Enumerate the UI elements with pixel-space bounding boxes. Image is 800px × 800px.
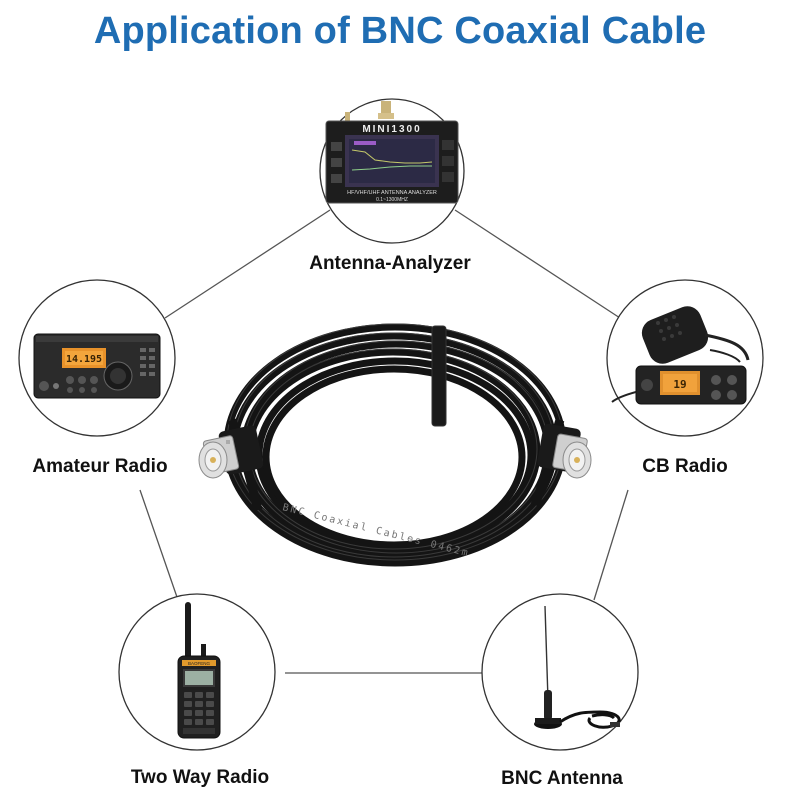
cb-radio-with-microphone-icon: 19 [611,306,750,405]
analyzer-brand-text: MINI1300 [362,124,421,135]
svg-text:14.195: 14.195 [66,354,102,365]
label-two-way-radio: Two Way Radio [130,767,270,788]
line-cb-antenna [593,489,629,601]
line-analyzer-cb [454,209,621,319]
cb-radio-circle: 19 [606,279,764,437]
amateur-radio-transceiver-icon: 14.195 [33,333,161,399]
label-antenna-analyzer: Antenna-Analyzer [309,253,471,274]
bnc-connector-left [198,425,264,479]
svg-text:BAOFENG: BAOFENG [188,661,211,666]
label-cb-radio: CB Radio [642,456,728,477]
line-amateur-twoway [139,489,179,601]
amateur-radio-circle: 14.195 [18,279,176,437]
svg-text:19: 19 [673,378,686,391]
coaxial-cable-coil: BNC Coaxial Cables 0462m [223,323,567,567]
analyzer-range-text: 0.1~1300MHZ [376,197,408,203]
handheld-two-way-radio-icon: BAOFENG [177,602,221,739]
bnc-antenna-circle [481,593,639,751]
label-amateur-radio: Amateur Radio [32,456,168,477]
bnc-connector-right [537,423,592,479]
magnetic-mount-antenna-icon [534,605,621,729]
two-way-radio-circle: BAOFENG [118,593,276,751]
label-bnc-antenna: BNC Antenna [501,768,623,789]
connector-lines [139,209,629,674]
analyzer-subtitle-text: HF/VHF/UHF ANTENNA ANALYZER [347,190,437,196]
antenna-analyzer-device-icon: MINI1300 HF/VHF/UHF ANTENNA ANALYZER 0.1… [325,101,459,204]
line-analyzer-amateur [164,209,331,319]
antenna-analyzer-circle: MINI1300 HF/VHF/UHF ANTENNA ANALYZER 0.1… [319,98,465,244]
page-title: Application of BNC Coaxial Cable [93,10,707,52]
